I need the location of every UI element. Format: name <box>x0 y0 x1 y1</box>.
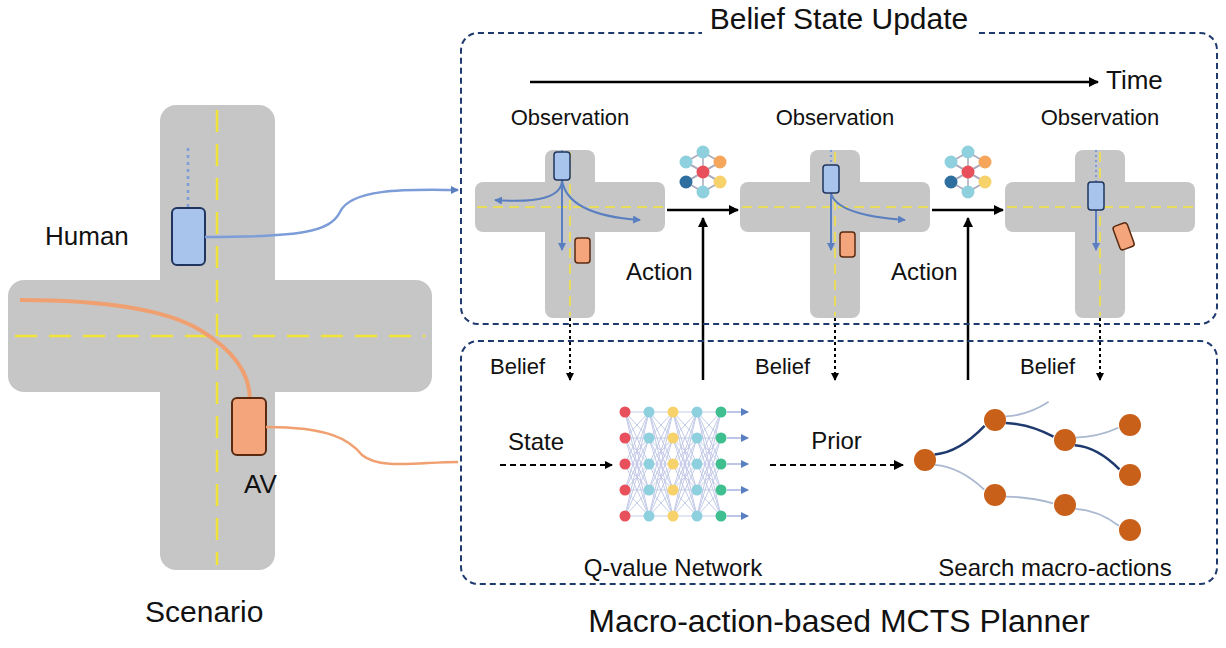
node-text: Observation <box>776 105 895 130</box>
label: Time <box>1106 66 1163 96</box>
network-icon <box>945 146 992 199</box>
node-text: Belief State Update <box>702 2 977 37</box>
node-text: Observation <box>1041 105 1160 130</box>
label: State <box>508 428 564 456</box>
node-text: Q-value Network <box>584 554 763 582</box>
observation-scene <box>740 150 930 318</box>
tree-box: Search macro-actions <box>905 392 1205 582</box>
observation-scene <box>1005 150 1195 318</box>
edge-label: Prior <box>809 427 864 455</box>
connector <box>667 209 738 212</box>
dashed-frame <box>460 32 1218 325</box>
label: Belief <box>1020 354 1075 379</box>
node-text: Observation <box>511 105 630 130</box>
connector <box>932 209 1003 212</box>
label: Belief <box>755 354 810 379</box>
node-text: Search macro-actions <box>938 554 1171 582</box>
label: Scenario <box>145 595 263 630</box>
observation-box: Observation <box>475 105 665 318</box>
label: Human <box>45 222 129 252</box>
panel: Macro-action-based MCTS Planner Q-value N… <box>460 340 1218 640</box>
label: Belief <box>490 354 545 379</box>
node-text: Macro-action-based MCTS Planner <box>580 603 1098 640</box>
network-box: Q-value Network <box>578 398 768 582</box>
observation-scene <box>475 150 665 318</box>
observation-box: Observation <box>1005 105 1195 318</box>
observation-box: Observation <box>740 105 930 318</box>
connector <box>770 464 903 466</box>
label: AV <box>244 470 277 500</box>
label: Action <box>626 258 693 286</box>
panel: Belief State UpdateObservation Observatio… <box>460 2 1218 325</box>
network-icon <box>680 146 727 199</box>
scenario-road <box>8 105 458 570</box>
label: Action <box>891 258 958 286</box>
dashed-frame <box>460 340 1218 585</box>
